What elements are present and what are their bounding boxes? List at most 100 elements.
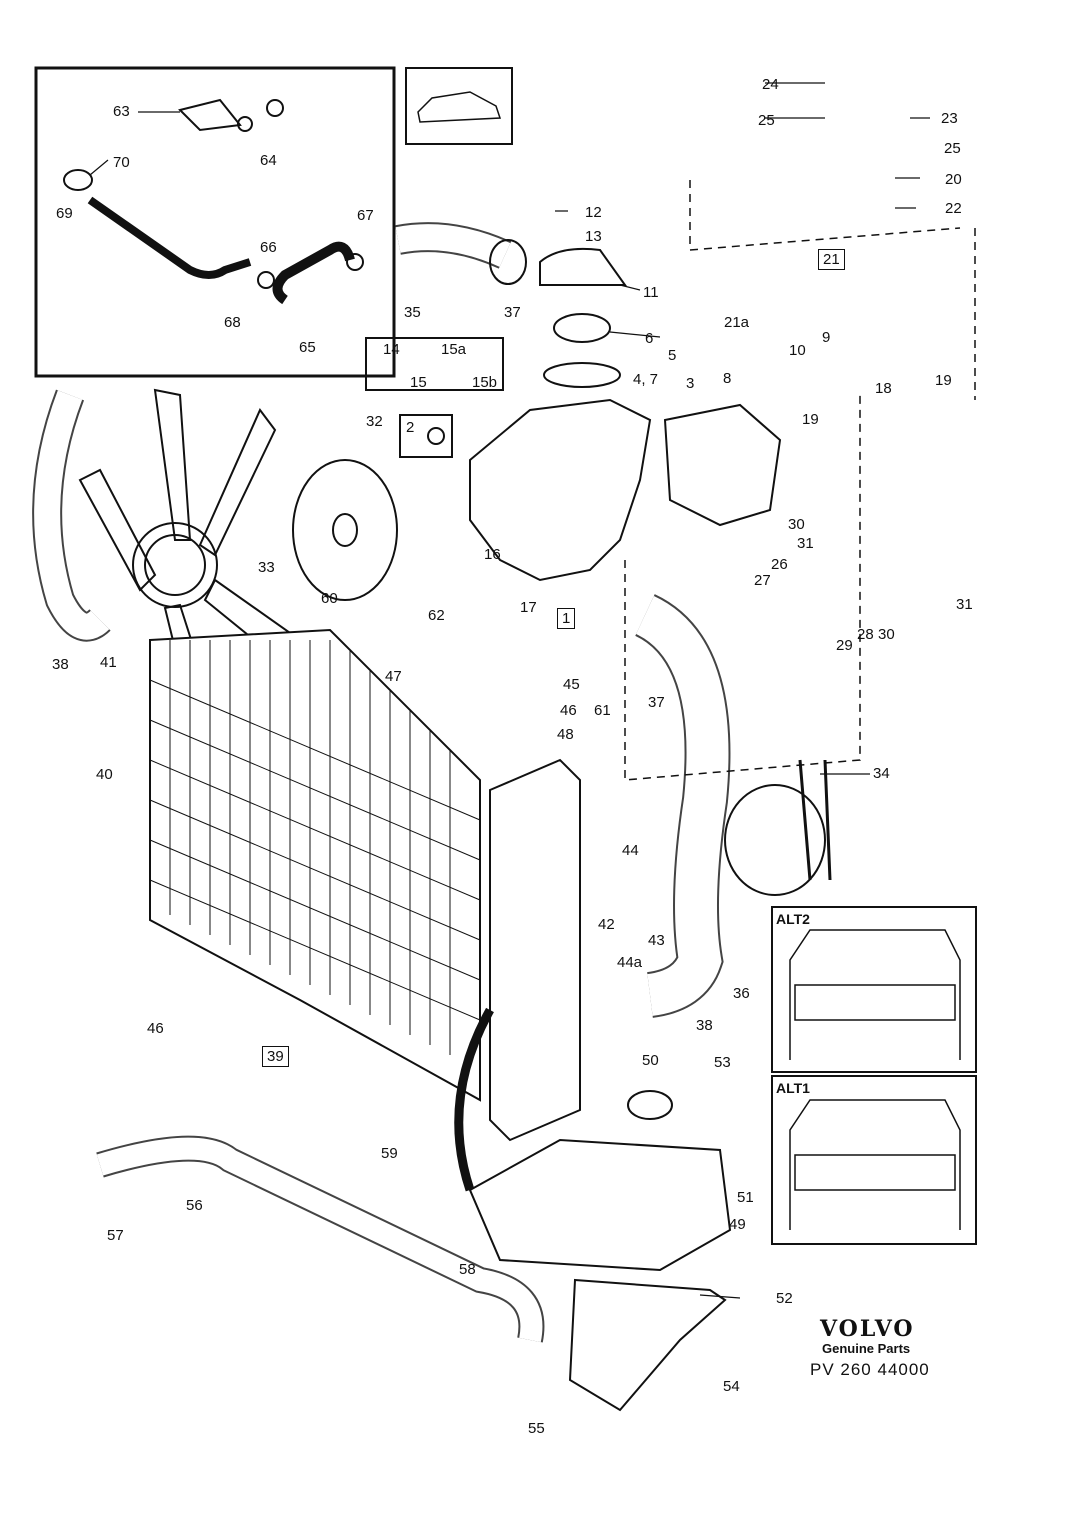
callout-38b: 38	[696, 1017, 713, 1034]
callout-4-7: 4, 7	[633, 371, 659, 388]
leader-lines	[89, 82, 930, 1299]
callout-6: 6	[645, 330, 654, 347]
overflow-hose-59	[454, 1007, 494, 1192]
alt1-car-front	[789, 1099, 961, 1230]
callout-62: 62	[428, 607, 445, 624]
drive-belt-34	[798, 759, 832, 881]
callout-14: 14	[383, 341, 400, 358]
callout-17: 17	[520, 599, 537, 616]
callout-21: 21	[818, 249, 845, 270]
callout-70: 70	[113, 154, 130, 171]
callout-58: 58	[459, 1261, 476, 1278]
callout-23: 23	[941, 110, 958, 127]
fan-blade-1	[153, 388, 192, 541]
water-pump	[469, 398, 652, 582]
callout-49: 49	[729, 1216, 746, 1233]
callout-5: 5	[668, 347, 677, 364]
callout-56: 56	[186, 1197, 203, 1214]
radiator-tank	[489, 758, 581, 1142]
inset-hose-68	[87, 196, 252, 279]
callout-67: 67	[357, 207, 374, 224]
callout-24: 24	[762, 76, 779, 93]
brand-logo: VOLVO	[820, 1316, 915, 1342]
bolt-set-box	[365, 337, 504, 391]
callout-10: 10	[789, 342, 806, 359]
callout-50: 50	[642, 1052, 659, 1069]
callout-22: 22	[945, 200, 962, 217]
dashed-ref-lines	[624, 180, 976, 781]
callout-25: 25	[758, 112, 775, 129]
callout-28: 28	[857, 626, 874, 643]
callout-27: 27	[754, 572, 771, 589]
inset-clamp-66	[257, 271, 275, 289]
callout-51: 51	[737, 1189, 754, 1206]
callout-39: 39	[262, 1046, 289, 1067]
callout-43: 43	[648, 932, 665, 949]
expansion-tank-49	[468, 1138, 732, 1272]
alt2-label: ALT2	[776, 911, 810, 927]
callout-2: 2	[406, 419, 415, 436]
alt2-box	[771, 906, 977, 1073]
inset-clamp-67	[346, 253, 364, 271]
callout-13: 13	[585, 228, 602, 245]
alt1-box	[771, 1075, 977, 1245]
fan-blade-2	[198, 408, 277, 557]
callout-20: 20	[945, 171, 962, 188]
callout-15: 15	[410, 374, 427, 391]
callout-34: 34	[873, 765, 890, 782]
radiator-grid	[149, 640, 481, 1055]
pump-housing-8	[663, 403, 782, 527]
crank-pulley	[724, 784, 826, 896]
car-thumbnail-icon	[417, 91, 502, 123]
inset-clamp-63	[178, 98, 242, 132]
inset-box	[34, 66, 396, 378]
callout-44a: 44a	[617, 954, 643, 971]
callout-41: 41	[100, 654, 117, 671]
callout-9: 9	[822, 329, 831, 346]
callout-31b: 31	[956, 596, 973, 613]
callout-64: 64	[260, 152, 277, 169]
callout-35: 35	[404, 304, 421, 321]
callout-37: 37	[504, 304, 521, 321]
callout-1: 1	[557, 608, 576, 629]
callout-69: 69	[56, 205, 73, 222]
callout-63: 63	[113, 103, 130, 120]
callout-16: 16	[484, 546, 501, 563]
callout-33: 33	[258, 559, 275, 576]
callout-60: 60	[321, 590, 338, 607]
gasket-4-7	[543, 362, 621, 388]
callout-29: 29	[836, 637, 853, 654]
car-thumbnail-box	[405, 67, 513, 145]
brand-subtitle: Genuine Parts	[822, 1341, 911, 1356]
bracket-52	[568, 1278, 727, 1412]
callout-42: 42	[598, 916, 615, 933]
callout-36: 36	[733, 985, 750, 1002]
callout-26: 26	[771, 556, 788, 573]
callout-45: 45	[563, 676, 580, 693]
callout-25b: 25	[944, 140, 961, 157]
radiator-39	[149, 628, 481, 1102]
hose-clamp-37	[489, 239, 527, 285]
callout-53: 53	[714, 1054, 731, 1071]
alt1-label: ALT1	[776, 1080, 810, 1096]
callout-52: 52	[776, 1290, 793, 1307]
callout-46a: 46	[560, 702, 577, 719]
callout-30a: 30	[788, 516, 805, 533]
thermostat-6	[553, 313, 611, 343]
callout-32: 32	[366, 413, 383, 430]
callout-66: 66	[260, 239, 277, 256]
part-2-box	[399, 414, 453, 458]
callout-55: 55	[528, 1420, 545, 1437]
callout-47: 47	[385, 668, 402, 685]
diagram-code: PV 260 44000	[810, 1360, 930, 1379]
callout-30b: 30	[878, 626, 895, 643]
fan-blade-5	[78, 468, 157, 592]
callout-18: 18	[875, 380, 892, 397]
inset-hose-65	[272, 241, 355, 305]
callout-57: 57	[107, 1227, 124, 1244]
callout-48: 48	[557, 726, 574, 743]
callout-31a: 31	[797, 535, 814, 552]
callout-61: 61	[594, 702, 611, 719]
callout-38a: 38	[52, 656, 69, 673]
